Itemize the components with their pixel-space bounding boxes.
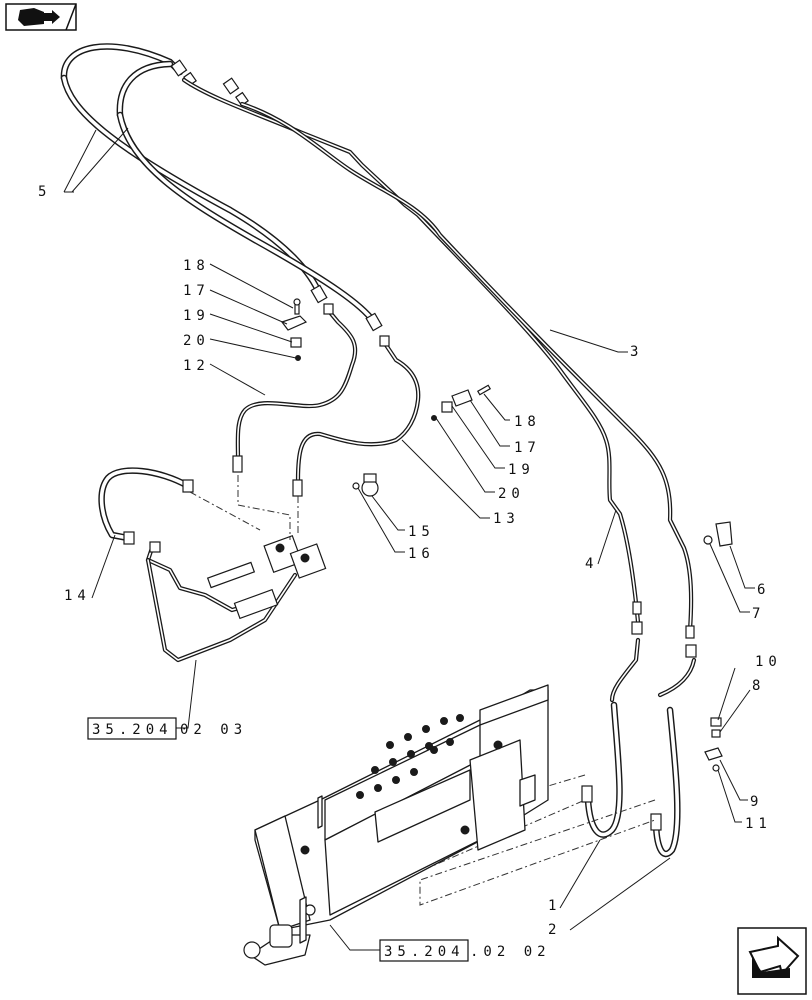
leader-lines — [63, 127, 755, 951]
callout-labels: 5 3 4 18 17 19 20 12 18 17 19 20 13 15 1… — [38, 184, 782, 938]
label-17b: 17 — [514, 440, 541, 456]
frame-holes — [300, 714, 503, 916]
hose-1 — [581, 637, 641, 838]
label-7: 7 — [752, 606, 765, 622]
label-5: 5 — [38, 184, 51, 200]
label-19b: 19 — [508, 462, 535, 478]
valve-assembly — [145, 534, 327, 663]
hose-5-inner — [116, 60, 383, 332]
ref-valve-assembly[interactable]: 35.204 02 03 — [87, 717, 247, 740]
tube-3 — [181, 77, 641, 625]
tube-4 — [239, 101, 694, 633]
hardware-8-9-10-11 — [704, 717, 723, 772]
label-20b: 20 — [498, 486, 525, 502]
label-8: 8 — [752, 678, 765, 694]
label-18b: 18 — [514, 414, 541, 430]
ref-frame-number: 35.204 — [384, 944, 465, 960]
label-12: 12 — [183, 358, 210, 374]
ref-valve-suffix: 02 03 — [180, 722, 247, 738]
clamp-17-18-19-20-right — [431, 384, 492, 421]
next-page-arrow-icon[interactable] — [737, 927, 807, 995]
hose-2 — [650, 657, 697, 858]
clamp-17-18-19-20-left — [281, 298, 308, 361]
label-19a: 19 — [183, 308, 210, 324]
hose-12 — [232, 303, 358, 473]
tube-ends — [631, 601, 697, 658]
ref-frame-suffix: .02 02 — [470, 944, 551, 960]
top-fittings — [170, 59, 249, 107]
clip-15-16 — [352, 473, 379, 497]
label-13: 13 — [493, 511, 520, 527]
label-10: 10 — [755, 654, 782, 670]
hose-14 — [98, 467, 194, 545]
label-20a: 20 — [183, 333, 210, 349]
label-11: 11 — [745, 816, 772, 832]
label-6: 6 — [757, 582, 770, 598]
label-17a: 17 — [183, 283, 210, 299]
hose-13 — [292, 335, 421, 497]
label-9: 9 — [750, 794, 763, 810]
label-1: 1 — [548, 898, 561, 914]
ref-loader-frame[interactable]: 35.204 .02 02 — [379, 939, 551, 962]
book-arrow-icon[interactable] — [5, 3, 77, 31]
label-18a: 18 — [183, 258, 210, 274]
label-16: 16 — [408, 546, 435, 562]
label-2: 2 — [548, 922, 561, 938]
label-4: 4 — [585, 556, 598, 572]
label-14: 14 — [64, 588, 91, 604]
label-3: 3 — [630, 344, 643, 360]
ref-valve-number: 35.204 — [92, 722, 173, 738]
bracket-6-7 — [703, 521, 733, 547]
label-15: 15 — [408, 524, 435, 540]
loader-frame — [243, 684, 549, 966]
